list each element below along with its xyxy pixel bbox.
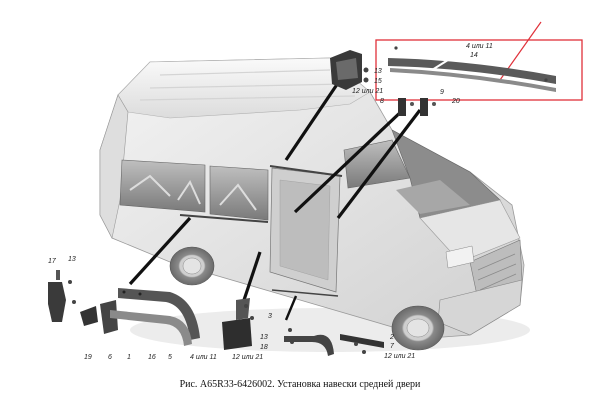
upper-rail-parts <box>330 46 556 116</box>
label-4-or-11-bottom: 4 или 11 <box>190 354 217 361</box>
label-13-top: 13 <box>374 68 382 75</box>
label-16: 16 <box>148 354 156 361</box>
van-illustration <box>99 57 530 352</box>
figure-caption: Рис. A65R33-6426002. Установка навески с… <box>179 379 421 390</box>
label-18: 18 <box>260 344 268 351</box>
label-12-or-21-top: 12 или 21 <box>352 88 384 95</box>
label-14: 14 <box>470 52 478 59</box>
label-20: 20 <box>452 98 460 105</box>
label-19: 19 <box>84 354 92 361</box>
highlight-frame <box>375 39 583 101</box>
label-13-mid: 13 <box>260 334 268 341</box>
label-7: 7 <box>390 343 394 350</box>
label-4-or-11-top: 4 или 11 <box>466 43 493 50</box>
center-hinge-parts <box>222 298 384 356</box>
label-12-or-21-right: 12 или 21 <box>384 353 416 360</box>
label-9: 9 <box>440 89 444 96</box>
label-3: 3 <box>268 313 272 320</box>
label-5: 5 <box>168 354 172 361</box>
label-15: 15 <box>374 78 382 85</box>
label-1: 1 <box>127 354 131 361</box>
label-8: 8 <box>380 98 384 105</box>
label-17: 17 <box>48 258 56 265</box>
label-2: 2 <box>390 334 394 341</box>
label-12-or-21-bottom: 12 или 21 <box>232 354 264 361</box>
rear-hinge-parts <box>48 270 200 346</box>
label-6: 6 <box>108 354 112 361</box>
label-13-left: 13 <box>68 256 76 263</box>
